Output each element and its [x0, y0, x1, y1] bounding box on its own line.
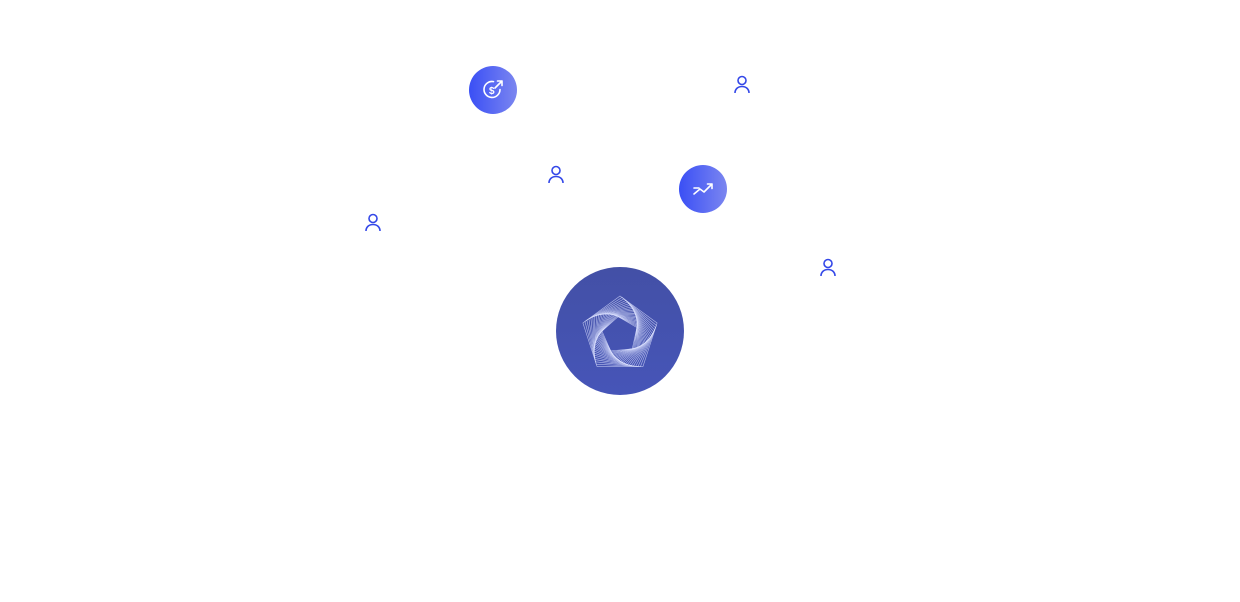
user-icon	[548, 165, 564, 184]
user-icon	[365, 213, 381, 232]
user-icon	[820, 258, 836, 277]
dollar-growth-icon: $	[469, 66, 517, 114]
spiral-pentagon	[599, 315, 638, 354]
spiral-pentagon	[601, 316, 638, 352]
trending-up-icon	[679, 165, 727, 213]
svg-text:$: $	[489, 86, 495, 97]
hub-logo	[556, 267, 684, 395]
pentagon-spiral-logo	[582, 295, 658, 367]
user-icon	[734, 75, 750, 94]
